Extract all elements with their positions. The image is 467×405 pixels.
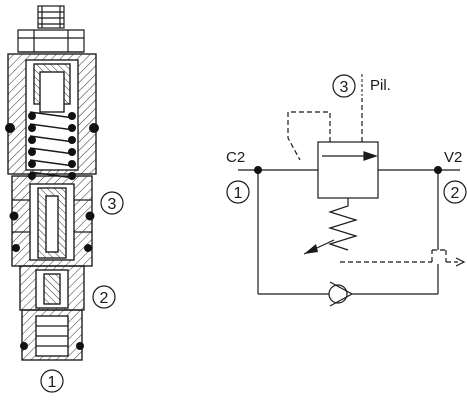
o-rings-upper [5,123,99,133]
valve-body-lower [19,265,85,311]
o-rings-middle [9,211,95,252]
cutaway-port-1-label: 1 [48,374,57,391]
schematic-port-2-callout: 2 [443,180,467,204]
v2-label: V2 [444,149,462,166]
lock-nut [17,29,85,53]
adjusting-screw [37,5,65,29]
schematic-port-3-callout: 3 [332,74,356,98]
valve-envelope [317,141,379,199]
valve-body-upper [7,53,97,175]
pilot-label: Pil. [370,77,391,94]
c2-label: C2 [226,149,245,166]
cutaway-port-3-label: 3 [108,196,117,213]
cutaway-port-3-callout: 3 [100,191,124,215]
cartridge-cutaway [5,5,99,361]
drain-line [340,249,458,263]
spring-coil-icon [29,111,75,179]
o-rings-lower [20,342,84,350]
junction-v2 [434,166,442,174]
valve-nose [21,309,83,361]
flow-arrow-icon [322,151,378,161]
hydraulic-schematic [238,98,466,307]
cutaway-port-2-label: 2 [100,290,109,307]
schematic-port-1-callout: 1 [226,180,250,204]
valve-body-middle [11,175,93,267]
junction-c2 [254,166,262,174]
pilot-line [287,98,363,161]
cutaway-port-1-callout: 1 [40,369,64,393]
schematic-port-1-label: 1 [234,185,243,202]
junction-dots [254,166,442,174]
schematic-port-3-label: 3 [340,79,349,96]
spring-symbol-icon [303,198,359,255]
cutaway-port-2-callout: 2 [92,285,116,309]
schematic-port-2-label: 2 [451,185,460,202]
drain-arrow-icon [455,257,466,267]
check-valve-icon [328,281,354,307]
